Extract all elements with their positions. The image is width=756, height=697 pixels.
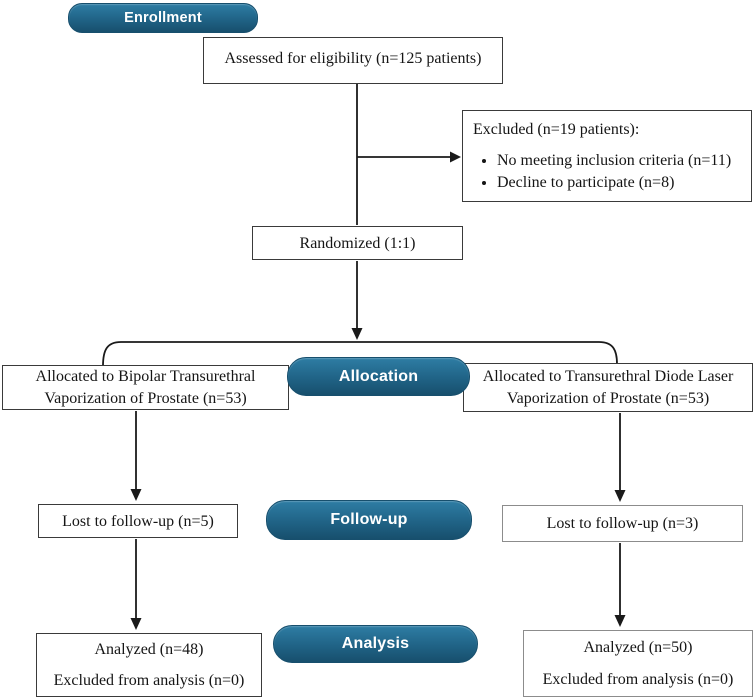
arrowhead-alloc-right-to-followup bbox=[614, 490, 626, 502]
allocation-right-line2: Vaporization of Prostate (n=53) bbox=[506, 389, 710, 407]
analysis-left-line1: Analyzed (n=48) bbox=[94, 641, 204, 658]
excluded-title: Excluded (n=19 patients): bbox=[473, 121, 640, 138]
allocation-right-box: Allocated to Transurethral Diode Laser V… bbox=[463, 363, 753, 412]
excluded-bullet: Decline to participate (n=8) bbox=[497, 172, 731, 193]
arrowhead-followup-left-to-analysis bbox=[130, 618, 142, 630]
arrowhead-to-excluded bbox=[450, 151, 461, 163]
randomized-text: Randomized (1:1) bbox=[299, 234, 416, 252]
randomized-box: Randomized (1:1) bbox=[252, 226, 463, 260]
followup-left-text: Lost to follow-up (n=5) bbox=[62, 512, 214, 530]
allocation-left-line1: Allocated to Bipolar Transurethral bbox=[35, 367, 256, 385]
excluded-bullet-list: No meeting inclusion criteria (n=11) Dec… bbox=[479, 150, 731, 194]
enrollment-stage-pill: Enrollment bbox=[68, 3, 258, 33]
followup-stage-pill: Follow-up bbox=[266, 500, 472, 540]
excluded-box: Excluded (n=19 patients): No meeting inc… bbox=[462, 110, 752, 202]
followup-left-box: Lost to follow-up (n=5) bbox=[38, 504, 238, 538]
assessed-eligibility-box: Assessed for eligibility (n=125 patients… bbox=[203, 37, 503, 84]
analysis-right-line1: Analyzed (n=50) bbox=[583, 638, 693, 656]
split-connector bbox=[102, 341, 618, 367]
followup-right-text: Lost to follow-up (n=3) bbox=[546, 515, 699, 532]
allocation-left-box: Allocated to Bipolar Transurethral Vapor… bbox=[2, 365, 289, 410]
analysis-right-line2: Excluded from analysis (n=0) bbox=[542, 671, 734, 689]
followup-right-box: Lost to follow-up (n=3) bbox=[502, 505, 743, 542]
allocation-stage-pill: Allocation bbox=[287, 357, 470, 396]
analysis-left-line2: Excluded from analysis (n=0) bbox=[53, 672, 245, 689]
arrowhead-randomized-to-split bbox=[351, 328, 363, 340]
arrowhead-followup-right-to-analysis bbox=[614, 615, 626, 627]
analysis-left-box: Analyzed (n=48) Excluded from analysis (… bbox=[36, 633, 262, 697]
assessed-eligibility-text: Assessed for eligibility (n=125 patients… bbox=[224, 50, 482, 67]
analysis-stage-pill: Analysis bbox=[273, 625, 478, 663]
analysis-right-box: Analyzed (n=50) Excluded from analysis (… bbox=[523, 630, 753, 697]
excluded-bullet: No meeting inclusion criteria (n=11) bbox=[497, 150, 731, 171]
allocation-right-line1: Allocated to Transurethral Diode Laser bbox=[482, 367, 734, 385]
allocation-left-line2: Vaporization of Prostate (n=53) bbox=[44, 389, 247, 407]
arrowhead-alloc-left-to-followup bbox=[130, 489, 142, 501]
